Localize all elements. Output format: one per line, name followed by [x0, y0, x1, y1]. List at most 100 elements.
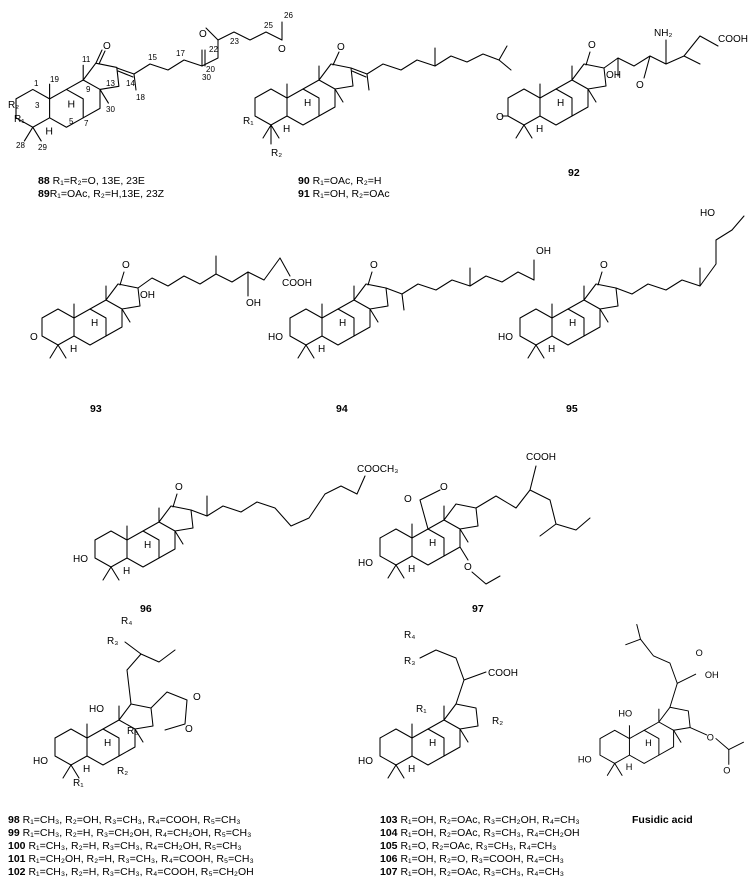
hydroxyl-label: OH [606, 70, 621, 81]
hydroxyl-label-2: HO [700, 208, 715, 219]
hydroxyl-label: HO [498, 332, 513, 343]
hydroxyl-label-2: HO [618, 708, 632, 718]
locant: 9 [86, 85, 91, 94]
svg-text:O: O [636, 80, 644, 91]
caption-99: 99 R₁=CH₃, R₂=H, R₃=CH₂OH, R₄=CH₂OH, R₅=… [8, 827, 251, 839]
locant: 15 [148, 53, 157, 62]
caption-105: 105 R₁=O, R₂=OAc, R₃=CH₃, R₄=CH₃ [380, 840, 556, 852]
locant: 23 [230, 37, 239, 46]
label-95: 95 [566, 403, 578, 415]
svg-text:O: O [175, 482, 183, 493]
r1-label: R₁ [243, 116, 254, 127]
carboxyl-label: COOH [718, 34, 748, 45]
hydroxyl-label: HO [578, 754, 592, 764]
svg-text:O: O [600, 260, 608, 271]
locant: 30 [106, 105, 115, 114]
carboxyl-label: COOH [488, 668, 518, 679]
atom-label: O [278, 44, 286, 55]
r1-label: R₁ [416, 704, 427, 715]
svg-text:O: O [496, 112, 504, 123]
hydroxyl-label: OH [140, 290, 155, 301]
locant: 7 [84, 119, 89, 128]
locant: 29 [38, 143, 47, 152]
hydroxyl-label-2: OH [246, 298, 261, 309]
acetoxy-oxygen-label: O [707, 732, 714, 742]
label-93: 93 [90, 403, 102, 415]
caption-88: 88 R₁=R₂=O, 13E, 23E [38, 175, 145, 187]
hydroxyl-label: HO [73, 554, 88, 565]
structure-97: HO O O COOH O [358, 452, 591, 585]
caption-91: 91 R₁=OH, R₂=OAc [298, 188, 390, 200]
lactone-carbonyl-label: O [193, 692, 201, 703]
carboxyl-oh-label: OH [705, 670, 719, 680]
structure-88-89: O O O R₂ R₁ 1 3 5 9 11 13 14 15 17 18 19… [8, 11, 293, 152]
structure-92: O O OH O NH₂ COOH [496, 28, 748, 139]
hydroxyl-label: HO [358, 558, 373, 569]
locant: 22 [209, 45, 218, 54]
label-96: 96 [140, 603, 152, 615]
acetyl-carbonyl-label: O [723, 766, 730, 776]
svg-text:O: O [30, 332, 38, 343]
r1-label: R₁ [14, 114, 25, 125]
locant: 14 [126, 79, 135, 88]
acetoxy-oxygen-label: O [464, 562, 472, 573]
structure-fusidic-acid: HO HO O OH O O [578, 623, 745, 776]
label-94: 94 [336, 403, 348, 415]
locant: 5 [69, 117, 74, 126]
locant: 30 [202, 73, 211, 82]
svg-text:O: O [122, 260, 130, 271]
carbonyl-label: O [696, 648, 703, 658]
structure-93: O O OH OH COOH [30, 255, 312, 359]
r2-label: R₂ [492, 716, 503, 727]
structure-90-91: O R₁ R₂ [243, 42, 512, 159]
label-97: 97 [472, 603, 484, 615]
ring-oxygen-label: O [440, 482, 448, 493]
caption-90: 90 R₁=OAc, R₂=H [298, 175, 382, 187]
structure-98-102: HO HO R₅ R₁ R₂ R₃ R₄ O O [33, 616, 201, 789]
carbonyl-label: O [404, 494, 412, 505]
caption-89: 89R₁=OAc, R₂=H,13E, 23Z [38, 188, 165, 200]
svg-text:O: O [370, 260, 378, 271]
caption-101: 101 R₁=CH₂OH, R₂=H, R₃=CH₃, R₄=COOH, R₅=… [8, 853, 254, 865]
amine-label: NH₂ [654, 28, 672, 39]
caption-102: 102 R₁=CH₃, R₂=H, R₃=CH₃, R₄=COOH, R₅=CH… [8, 866, 254, 878]
ester-label: COOCH₃ [357, 464, 398, 475]
structure-96: HO O COOCH₃ [73, 464, 398, 581]
r3-label: R₃ [107, 636, 118, 647]
locant: 25 [264, 21, 273, 30]
carboxyl-label: COOH [282, 278, 312, 289]
r2-label: R₂ [271, 148, 282, 159]
locant: 3 [35, 101, 40, 110]
label-92: 92 [568, 167, 580, 179]
hydroxyl-label-2: OH [536, 246, 551, 257]
locant: 19 [50, 75, 59, 84]
locant: 28 [16, 141, 25, 150]
atom-label: O [199, 29, 207, 40]
r2-label: R₂ [117, 766, 128, 777]
svg-text:O: O [103, 41, 111, 52]
r4-label: R₄ [404, 630, 415, 641]
hydroxyl-label-2: HO [89, 704, 104, 715]
caption-98: 98 R₁=CH₃, R₂=OH, R₃=CH₃, R₄=COOH, R₅=CH… [8, 814, 241, 826]
caption-107: 107 R₁=OH, R₂=OAc, R₃=CH₃, R₄=CH₃ [380, 866, 564, 878]
svg-text:O: O [588, 40, 596, 51]
locant: 11 [82, 55, 91, 64]
caption-104: 104 R₁=OH, R₂=OAc, R₃=CH₃, R₄=CH₂OH [380, 827, 580, 839]
hydroxyl-label: HO [268, 332, 283, 343]
hydroxyl-label: HO [358, 756, 373, 767]
structure-94: HO O OH [268, 246, 551, 359]
locant: 17 [176, 49, 185, 58]
locant: 26 [284, 11, 293, 20]
carboxyl-label: COOH [526, 452, 556, 463]
locant: 20 [206, 65, 215, 74]
locant: 18 [136, 93, 145, 102]
lactone-oxygen-label: O [185, 724, 193, 735]
locant: 13 [106, 79, 115, 88]
caption-103: 103 R₁=OH, R₂=OAc, R₃=CH₂OH, R₄=CH₃ [380, 814, 580, 826]
hydroxyl-label: HO [33, 756, 48, 767]
caption-100: 100 R₁=CH₃, R₂=H, R₃=CH₃, R₄=CH₂OH, R₅=C… [8, 840, 242, 852]
r3-label: R₃ [404, 656, 415, 667]
locant: 1 [34, 79, 39, 88]
r5-label: R₅ [127, 726, 138, 737]
